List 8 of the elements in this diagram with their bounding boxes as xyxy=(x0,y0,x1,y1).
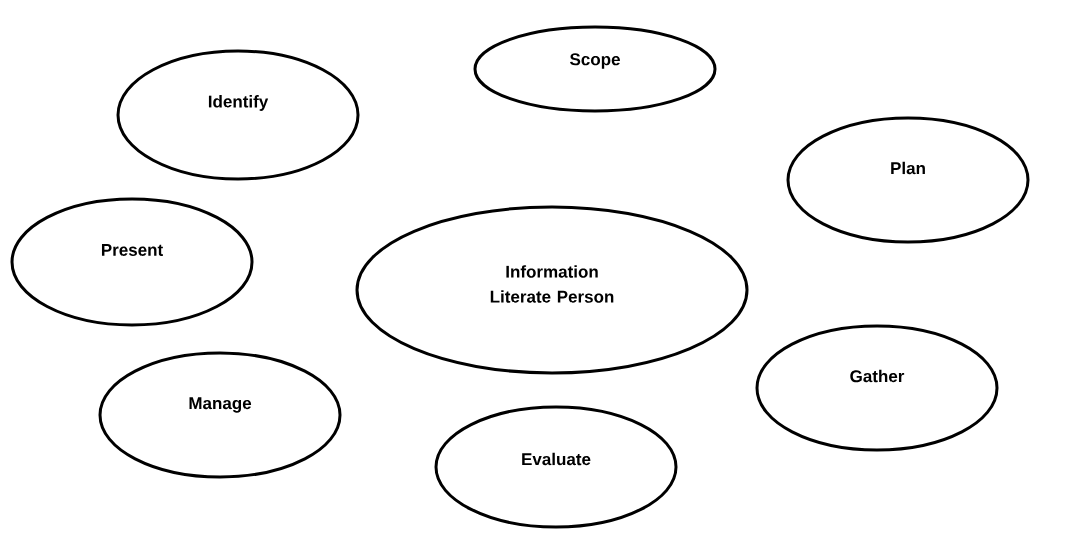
ellipse-node: Evaluate xyxy=(434,405,678,529)
ellipse-node: Plan xyxy=(786,116,1030,244)
ellipse-node: Present xyxy=(10,197,254,327)
ellipse-node: Manage xyxy=(98,351,342,479)
ellipse-node: Gather xyxy=(755,324,999,452)
ellipse-node: Identify xyxy=(116,49,360,181)
ellipse-node: Information Literate Person xyxy=(355,205,749,375)
ellipse-node: Scope xyxy=(473,25,717,113)
